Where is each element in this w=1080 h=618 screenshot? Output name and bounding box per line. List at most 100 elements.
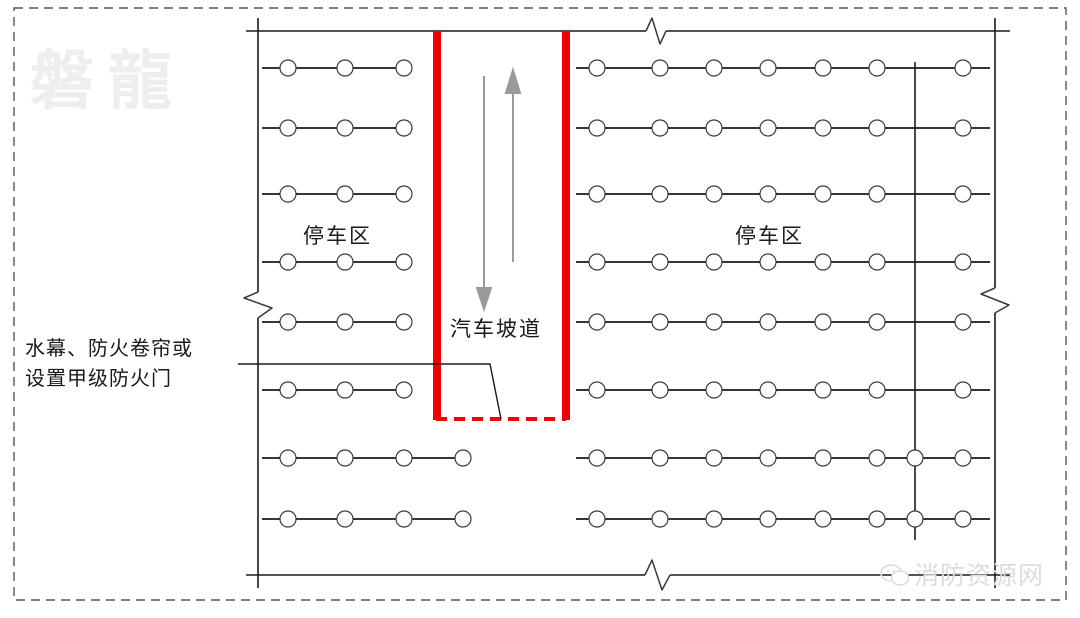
parking-stall-marker [954,313,972,331]
parking-stall-marker [336,313,354,331]
parking-stall-marker [336,381,354,399]
parking-stall-marker [954,185,972,203]
label-vehicle-ramp: 汽车坡道 [450,317,542,341]
parking-stall-marker [336,185,354,203]
parking-stall-marker [868,510,886,528]
parking-row-left [262,59,413,77]
parking-stall-marker [814,510,832,528]
parking-stall-marker [705,510,723,528]
parking-stall-marker [814,253,832,271]
parking-stall-marker [588,449,606,467]
parking-row-right [576,449,990,467]
parking-stall-marker [759,510,777,528]
parking-stall-marker [651,119,669,137]
parking-stall-marker [395,510,413,528]
break-bottom-icon [644,559,671,591]
parking-stall-marker [336,59,354,77]
parking-stall-marker [954,119,972,137]
parking-stall-marker [336,253,354,271]
parking-stall-marker [759,59,777,77]
parking-row-right [576,313,990,331]
parking-stall-marker [705,59,723,77]
parking-stall-marker [279,449,297,467]
ramp-fire-walls [433,31,570,420]
watermark-panlong: 磐龍 [30,45,186,119]
parking-stall-marker [814,119,832,137]
parking-row-left [262,185,413,203]
parking-stall-marker [705,381,723,399]
parking-stall-marker [395,449,413,467]
parking-row-left [262,449,472,467]
break-symbol-group [243,17,1010,591]
parking-stall-marker [954,59,972,77]
parking-stall-marker [395,185,413,203]
parking-stall-marker [954,510,972,528]
parking-row-right [576,185,990,203]
parking-row-right [576,510,990,528]
parking-stall-marker [954,449,972,467]
break-left-icon [243,291,273,319]
parking-stall-marker [279,313,297,331]
ramp-arrow-up-head [504,66,522,94]
drawing-border [13,7,1067,601]
parking-stall-marker [588,253,606,271]
ramp-wall-right [562,31,570,420]
parking-row-left [262,381,413,399]
annotation-fire-protection: 水幕、防火卷帘或 设置甲级防火门 [25,333,193,393]
parking-stall-marker [454,510,472,528]
parking-stall-marker [814,449,832,467]
watermark-fire-resource-net: 消防资源网 [880,556,1044,592]
parking-stall-marker [906,449,924,467]
parking-stall-marker [868,119,886,137]
parking-stall-marker [454,449,472,467]
parking-stall-marker [395,313,413,331]
parking-stall-marker [279,59,297,77]
parking-stall-marker [759,185,777,203]
parking-stall-marker [395,119,413,137]
parking-stall-marker [279,253,297,271]
parking-stall-marker [588,59,606,77]
parking-stall-marker [395,253,413,271]
parking-stall-marker [814,381,832,399]
parking-stall-marker [336,449,354,467]
parking-stall-marker [705,185,723,203]
parking-row-right [576,381,990,399]
parking-stall-marker [868,313,886,331]
annotation-line-2: 设置甲级防火门 [25,366,172,390]
parking-row-left [262,253,413,271]
parking-stall-marker [651,313,669,331]
parking-stall-marker [868,185,886,203]
parking-stall-marker [336,119,354,137]
parking-stall-marker [705,119,723,137]
parking-stall-marker [868,449,886,467]
parking-rows-group [262,59,990,528]
parking-stall-marker [705,449,723,467]
parking-row-left [262,510,472,528]
parking-stall-marker [759,253,777,271]
parking-row-right [576,119,990,137]
parking-stall-marker [954,381,972,399]
parking-row-right [576,59,990,77]
parking-stall-marker [336,510,354,528]
parking-stall-marker [868,253,886,271]
parking-stall-marker [588,185,606,203]
parking-stall-marker [759,119,777,137]
parking-stall-marker [759,449,777,467]
parking-stall-marker [588,313,606,331]
wechat-icon [880,563,910,586]
parking-row-left [262,313,413,331]
watermark-text: 消防资源网 [914,561,1045,590]
parking-stall-marker [868,59,886,77]
parking-stall-marker [651,185,669,203]
plan-structure-lines [246,18,1010,588]
parking-stall-marker [705,313,723,331]
parking-stall-marker [588,510,606,528]
label-parking-right: 停车区 [735,224,804,248]
parking-stall-marker [705,253,723,271]
parking-stall-marker [588,381,606,399]
parking-stall-marker [814,185,832,203]
parking-stall-marker [651,510,669,528]
parking-stall-marker [651,449,669,467]
